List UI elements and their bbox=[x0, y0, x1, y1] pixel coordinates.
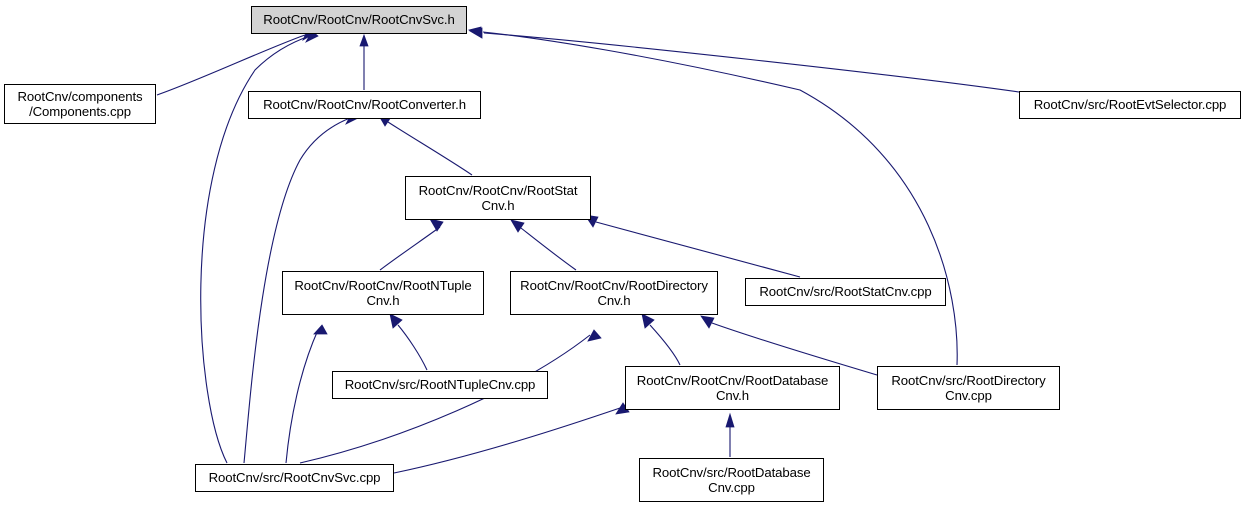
graph-edge bbox=[285, 324, 328, 464]
graph-node-label: RootCnv/RootCnv/RootDatabase Cnv.h bbox=[636, 372, 829, 404]
graph-node-rootdatabasecnv_h[interactable]: RootCnv/RootCnv/RootDatabase Cnv.h bbox=[625, 366, 840, 410]
graph-node-label: RootCnv/RootCnv/RootNTuple Cnv.h bbox=[294, 277, 472, 309]
edge-arrowhead bbox=[389, 313, 403, 329]
graph-node-label: RootCnv/src/RootDirectory Cnv.cpp bbox=[891, 372, 1046, 404]
graph-edge bbox=[299, 329, 602, 464]
graph-edge bbox=[393, 402, 630, 474]
edge-arrowhead bbox=[587, 329, 602, 342]
graph-edge bbox=[379, 218, 444, 271]
graph-edge bbox=[584, 214, 801, 278]
graph-node-rootntuplecnv_cpp[interactable]: RootCnv/src/RootNTupleCnv.cpp bbox=[332, 371, 548, 399]
graph-node-rootdirectorycnv_cpp[interactable]: RootCnv/src/RootDirectory Cnv.cpp bbox=[877, 366, 1060, 410]
graph-edge bbox=[359, 33, 369, 90]
graph-node-label: RootCnv/src/RootNTupleCnv.cpp bbox=[344, 377, 536, 393]
graph-node-rootstatcnv_h[interactable]: RootCnv/RootCnv/RootStat Cnv.h bbox=[405, 176, 591, 220]
edge-arrowhead bbox=[467, 26, 482, 38]
graph-node-label: RootCnv/components /Components.cpp bbox=[17, 88, 143, 120]
graph-edge bbox=[725, 412, 735, 457]
graph-edge bbox=[156, 30, 314, 96]
edge-arrowhead bbox=[313, 324, 328, 335]
graph-node-label: RootCnv/RootCnv/RootConverter.h bbox=[263, 97, 466, 113]
graph-node-label: RootCnv/RootCnv/RootDirectory Cnv.h bbox=[520, 277, 708, 309]
graph-edge bbox=[377, 113, 473, 176]
edge-arrowhead bbox=[725, 412, 735, 428]
graph-node-label: RootCnv/src/RootCnvSvc.cpp bbox=[208, 470, 381, 486]
graph-edge bbox=[467, 26, 958, 366]
graph-edge bbox=[700, 315, 878, 376]
graph-edge bbox=[510, 219, 577, 271]
graph-node-rootdatabasecnv_cpp[interactable]: RootCnv/src/RootDatabase Cnv.cpp bbox=[639, 458, 824, 502]
graph-node-rootcnvsvc_h[interactable]: RootCnv/RootCnv/RootCnvSvc.h bbox=[251, 6, 467, 34]
graph-node-label: RootCnv/src/RootDatabase Cnv.cpp bbox=[652, 464, 811, 496]
edge-arrowhead bbox=[700, 315, 715, 329]
graph-node-label: RootCnv/RootCnv/RootCnvSvc.h bbox=[263, 12, 455, 28]
graph-node-rootevtselector_cpp[interactable]: RootCnv/src/RootEvtSelector.cpp bbox=[1019, 91, 1241, 119]
graph-node-rootdirectorycnv_h[interactable]: RootCnv/RootCnv/RootDirectory Cnv.h bbox=[510, 271, 718, 315]
graph-edge bbox=[641, 313, 681, 366]
graph-node-components_cpp[interactable]: RootCnv/components /Components.cpp bbox=[4, 84, 156, 124]
graph-node-label: RootCnv/RootCnv/RootStat Cnv.h bbox=[418, 182, 578, 214]
edge-arrowhead bbox=[429, 218, 444, 232]
edge-arrowhead bbox=[641, 313, 655, 329]
graph-node-rootcnvsvc_cpp[interactable]: RootCnv/src/RootCnvSvc.cpp bbox=[195, 464, 394, 492]
graph-node-rootconverter_h[interactable]: RootCnv/RootCnv/RootConverter.h bbox=[248, 91, 481, 119]
edge-arrowhead bbox=[510, 219, 525, 233]
graph-node-rootntuplecnv_h[interactable]: RootCnv/RootCnv/RootNTuple Cnv.h bbox=[282, 271, 484, 315]
graph-edge bbox=[389, 313, 428, 371]
graph-edge bbox=[468, 27, 1020, 93]
graph-node-rootstatcnv_cpp[interactable]: RootCnv/src/RootStatCnv.cpp bbox=[745, 278, 946, 306]
graph-node-label: RootCnv/src/RootStatCnv.cpp bbox=[759, 284, 932, 300]
graph-node-label: RootCnv/src/RootEvtSelector.cpp bbox=[1033, 97, 1227, 113]
edge-arrowhead bbox=[359, 33, 369, 47]
